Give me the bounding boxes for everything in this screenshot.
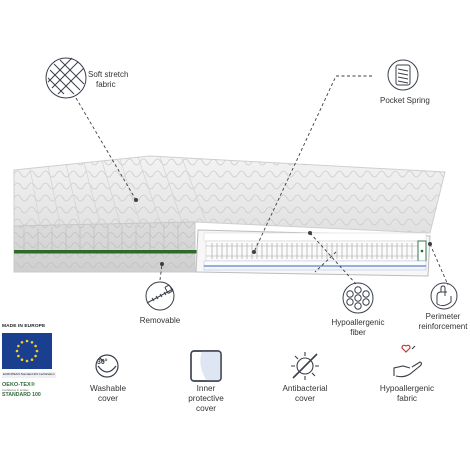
antibacterial-cover-line2: cover <box>294 394 316 403</box>
inner-protective-cover-line3: cover <box>195 404 217 413</box>
hypoallergenic-fabric-line2: fabric <box>396 394 418 403</box>
perimeter-reinforcement-line2: reinforcement <box>418 322 468 331</box>
antibacterial-cover-line1: Antibacterial <box>282 384 328 393</box>
cutaway-section <box>195 229 431 277</box>
pocket-spring-label: Pocket Spring <box>380 96 430 105</box>
antibacterial-icon <box>291 352 319 380</box>
hypoallergenic-fabric-label: Hypoallergenic fabric <box>376 384 438 404</box>
soft-stretch-fabric-label: Soft stretch fabric <box>88 70 128 90</box>
eu-certification-caption: EUROPEAN Standard EN Certification <box>2 372 56 378</box>
oeko-tex-subtitle: Confidence in textiles <box>2 387 29 392</box>
standard-100-text: STANDARD 100 <box>2 392 41 398</box>
pocket-spring-icon <box>387 59 419 91</box>
removable-label: Removable <box>139 316 181 325</box>
hypoallergenic-fiber-label: Hypoallergenic fiber <box>326 318 390 338</box>
inner-cover-icon <box>190 350 222 382</box>
zipper-icon <box>145 281 175 311</box>
perimeter-reinforcement-label: Perimeter reinforcement <box>414 312 470 332</box>
washing-30-icon <box>95 354 119 378</box>
leader-lines <box>75 75 449 286</box>
antibacterial-cover-label: Antibacterial cover <box>276 384 334 404</box>
hypoallergenic-fiber-line1: Hypoallergenic <box>331 318 385 327</box>
oeko-tex-logo: OEKO-TEX® <box>2 381 35 388</box>
mattress-side <box>13 221 199 273</box>
perimeter-reinforcement-line1: Perimeter <box>425 312 461 321</box>
fabric-weave-icon <box>45 57 87 99</box>
hypoallergenic-fiber-line2: fiber <box>350 328 366 337</box>
washable-cover-label: Washable cover <box>82 384 134 404</box>
soft-stretch-fabric-line1: Soft stretch <box>88 70 129 79</box>
mattress-top <box>13 155 446 234</box>
fiber-cluster-icon <box>342 282 374 314</box>
hand-press-icon <box>430 282 458 310</box>
accent-stripe <box>14 250 199 254</box>
inner-protective-cover-line2: protective <box>188 394 224 403</box>
certification-badge: MADE IN EUROPE EUROPEAN Standard EN Cert… <box>2 324 60 434</box>
wash-temperature-badge: 30° <box>97 359 108 366</box>
inner-protective-cover-line1: Inner <box>196 384 216 393</box>
made-in-europe-text: MADE IN EUROPE <box>2 324 46 329</box>
washable-cover-line2: cover <box>97 394 119 403</box>
washable-cover-line1: Washable <box>89 384 127 393</box>
hand-heart-icon <box>393 344 423 378</box>
soft-stretch-fabric-line2: fabric <box>96 80 116 89</box>
inner-protective-cover-label: Inner protective cover <box>180 384 232 414</box>
eu-flag-icon <box>2 333 52 369</box>
hypoallergenic-fabric-line1: Hypoallergenic <box>379 384 435 393</box>
